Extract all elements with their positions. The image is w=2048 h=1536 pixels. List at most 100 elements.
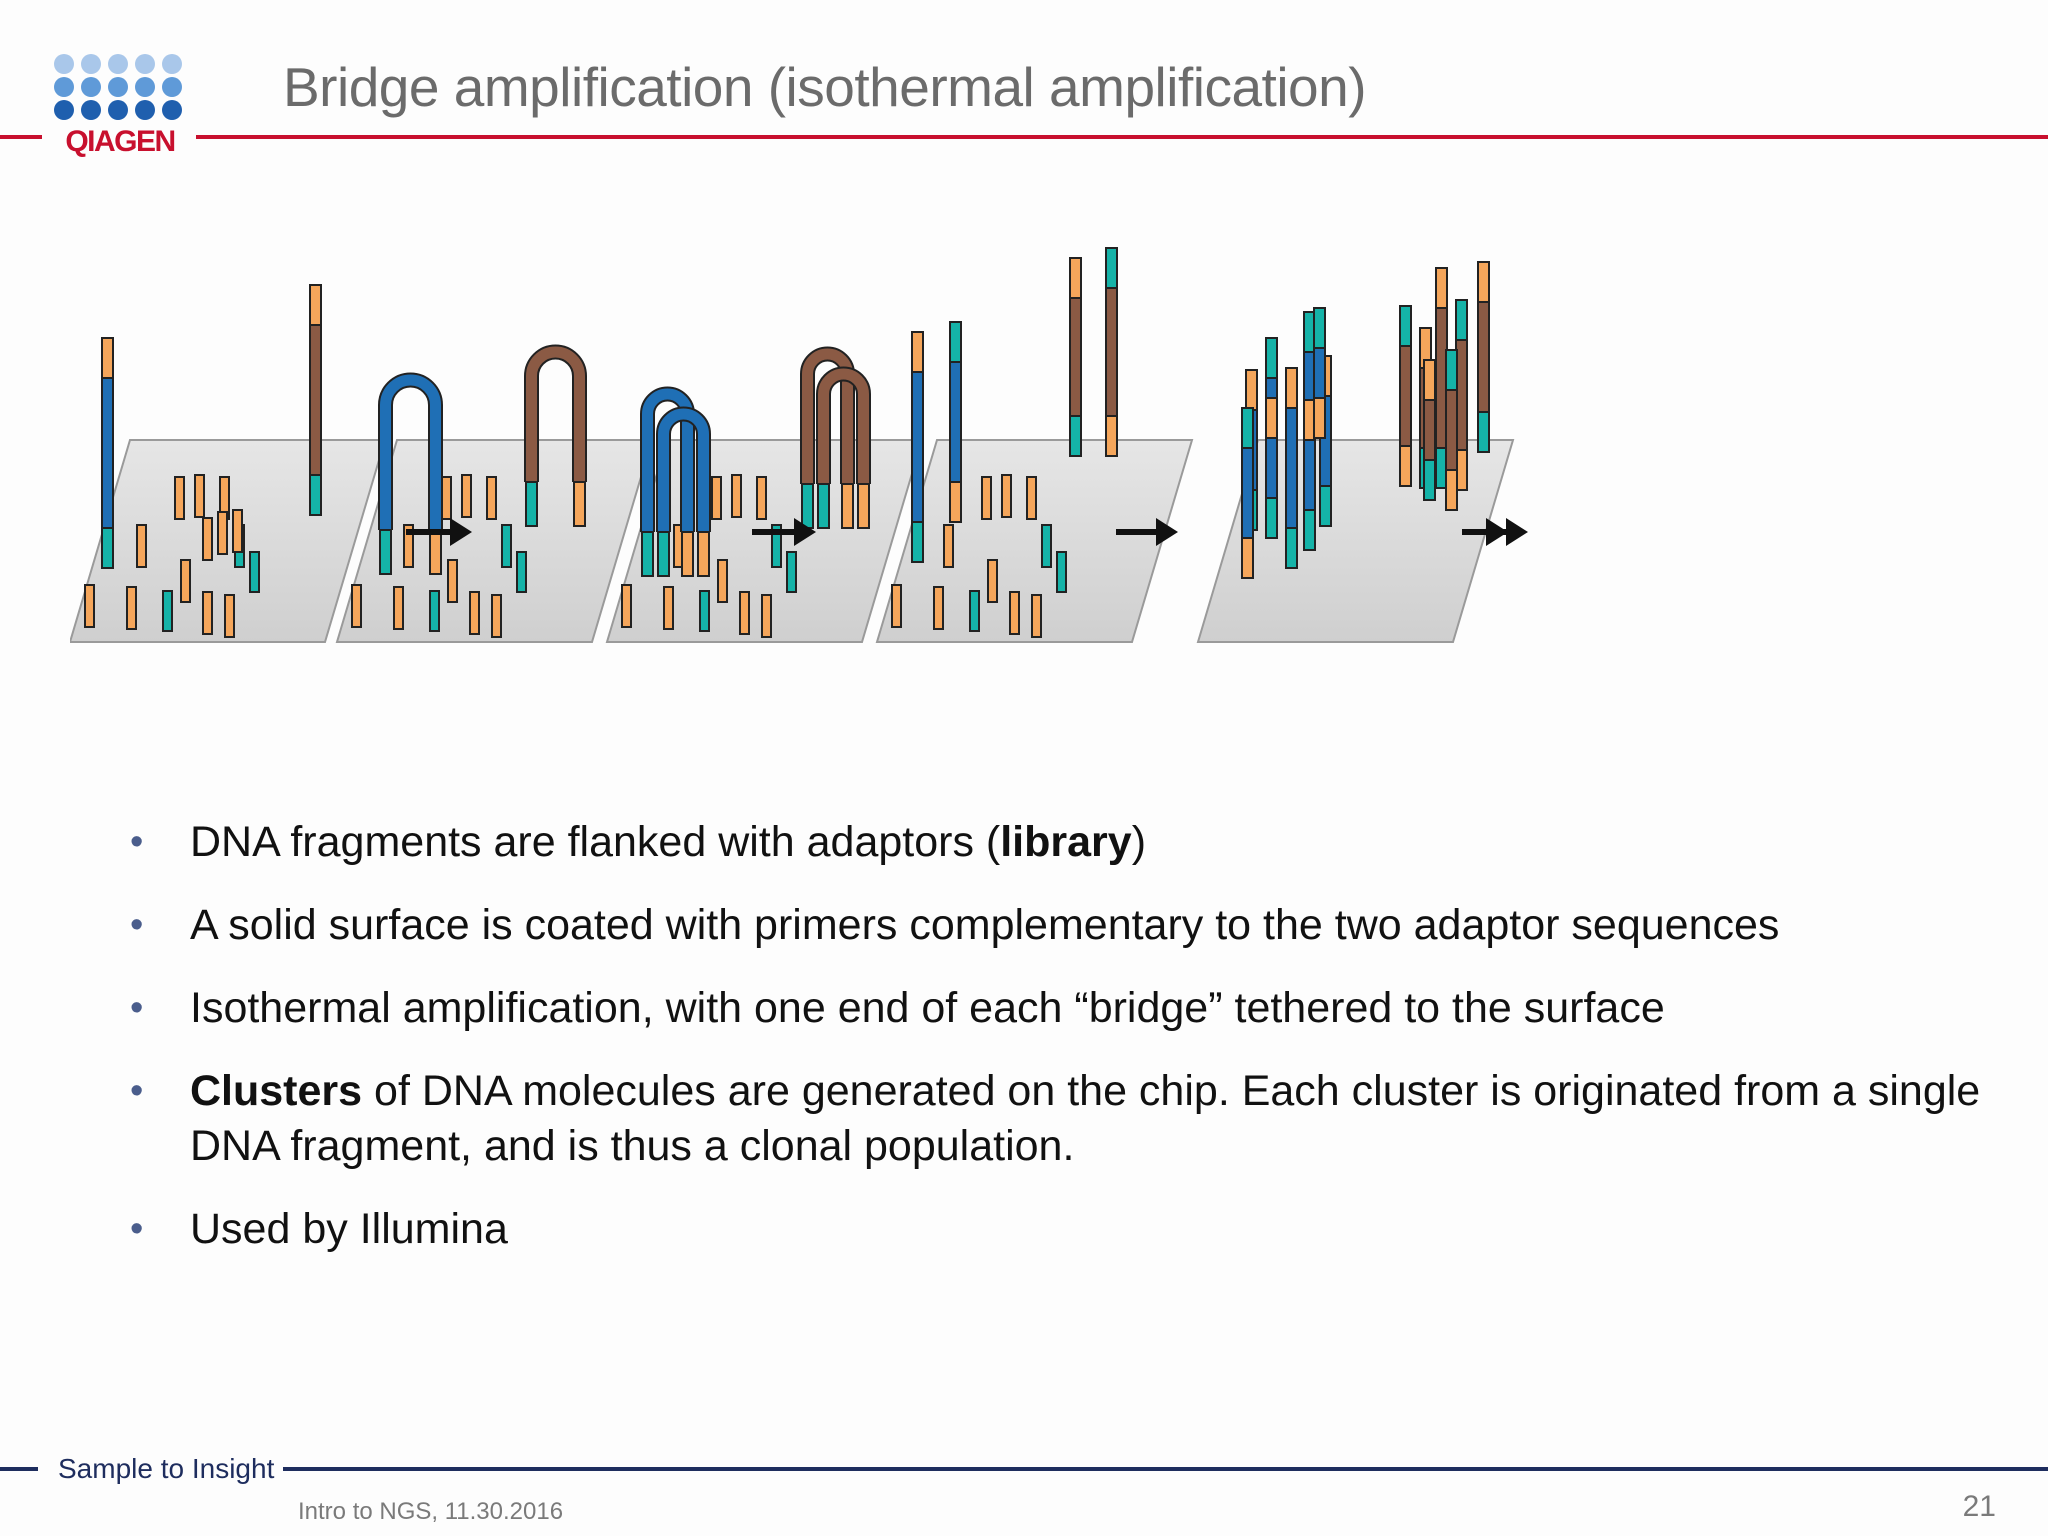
diagram-canvas	[68, 247, 1528, 643]
bullet-text: Used by Illumina	[190, 1205, 508, 1253]
bullet-item: •A solid surface is coated with primers …	[130, 898, 1990, 953]
step-1-panel	[68, 284, 387, 643]
logo-dot	[81, 54, 101, 74]
bullet-text: DNA fragments are flanked with adaptors …	[190, 818, 1001, 866]
dna-strand	[1445, 389, 1458, 471]
surface-primer	[429, 590, 440, 632]
adaptor-end	[525, 481, 538, 527]
adaptor-end	[1285, 367, 1298, 409]
qiagen-logo: QIAGEN	[50, 52, 190, 162]
adaptor-end	[801, 483, 814, 529]
bullet-dot: •	[130, 1070, 144, 1112]
surface-primer	[194, 474, 205, 518]
adaptor-end	[1285, 527, 1298, 569]
dna-strand	[1105, 287, 1118, 417]
logo-dot	[135, 100, 155, 120]
arrow-head	[450, 518, 472, 546]
surface-primer	[739, 591, 750, 635]
adaptor-end	[1241, 537, 1254, 579]
logo-dot	[54, 77, 74, 97]
dna-strand	[911, 371, 924, 523]
dna-strand	[949, 361, 962, 483]
step-4-panel	[875, 247, 1194, 643]
surface-primer	[761, 594, 772, 638]
arrow-head	[1506, 518, 1528, 546]
adaptor-end	[949, 321, 962, 363]
adaptor-end	[641, 531, 654, 577]
surface-primer	[1009, 591, 1020, 635]
surface-primer	[469, 591, 480, 635]
adaptor-end	[1069, 257, 1082, 299]
adaptor-end	[949, 481, 962, 523]
logo-dot	[135, 77, 155, 97]
bullet-emphasis: library	[1000, 818, 1132, 866]
bullet-item: •Isothermal amplification, with one end …	[130, 981, 1990, 1036]
surface-primer	[933, 586, 944, 630]
qiagen-logo-mark: QIAGEN	[54, 54, 182, 158]
surface-primer	[943, 524, 954, 568]
footer-tagline: Sample to Insight	[58, 1453, 275, 1484]
header-divider	[196, 135, 2048, 139]
bullet-text: of DNA molecules are generated on the ch…	[190, 1067, 1981, 1170]
bullet-dot: •	[130, 1208, 144, 1250]
adaptor-end	[1477, 261, 1490, 303]
adaptor-end	[1399, 445, 1412, 487]
adaptor-end	[657, 531, 670, 577]
surface-primer	[126, 586, 137, 630]
logo-dot	[162, 77, 182, 97]
surface-primer	[136, 524, 147, 568]
surface-primer	[461, 474, 472, 518]
bullet-item: • DNA fragments are flanked with adaptors…	[130, 815, 1990, 870]
surface-primer	[403, 524, 414, 568]
adaptor-end	[309, 474, 322, 516]
surface-primer	[202, 517, 213, 561]
bullet-dot: •	[130, 821, 144, 863]
bullet-list: • DNA fragments are flanked with adaptors…	[130, 815, 1990, 1285]
arrow-head	[794, 518, 816, 546]
dna-strand	[1313, 347, 1326, 399]
surface-primer	[441, 476, 452, 520]
logo-dot	[81, 100, 101, 120]
step-5-panel	[1196, 261, 1515, 643]
surface-primer	[491, 594, 502, 638]
adaptor-end	[1245, 369, 1258, 411]
surface-primer	[663, 586, 674, 630]
adaptor-end	[1445, 349, 1458, 391]
adaptor-end	[1455, 299, 1468, 341]
adaptor-end	[1303, 509, 1316, 551]
adaptor-end	[1105, 247, 1118, 289]
surface-primer	[501, 524, 512, 568]
adaptor-end	[1399, 305, 1412, 347]
adaptor-end	[1241, 407, 1254, 449]
page-number: 21	[1962, 1490, 1996, 1523]
surface-primer	[717, 559, 728, 603]
surface-primer	[174, 476, 185, 520]
surface-primer	[981, 476, 992, 520]
qiagen-wordmark: QIAGEN	[65, 125, 174, 158]
adaptor-end	[817, 483, 830, 529]
logo-dot	[162, 100, 182, 120]
surface-primer	[1041, 524, 1052, 568]
adaptor-end	[1477, 411, 1490, 453]
header-divider-left	[0, 135, 42, 139]
adaptor-end	[101, 527, 114, 569]
adaptor-end	[1423, 459, 1436, 501]
adaptor-end	[1313, 397, 1326, 439]
bullet-text: )	[1131, 818, 1147, 866]
dna-strand	[1285, 407, 1298, 529]
surface-primer	[224, 594, 235, 638]
logo-dot	[135, 54, 155, 74]
dna-strand	[1069, 297, 1082, 417]
bullet-text: A solid surface is coated with primers c…	[190, 901, 1780, 949]
surface-primer	[217, 511, 228, 555]
surface-primer	[1026, 476, 1037, 520]
bridge-amplification-diagram	[68, 230, 2010, 660]
footer-divider-left	[0, 1467, 38, 1471]
adaptor-end	[1265, 497, 1278, 539]
dna-bridge	[818, 368, 869, 484]
logo-dot	[108, 77, 128, 97]
adaptor-end	[379, 529, 392, 575]
dna-strand	[1423, 399, 1436, 461]
dna-strand	[1265, 437, 1278, 499]
surface-primer	[1056, 551, 1067, 593]
